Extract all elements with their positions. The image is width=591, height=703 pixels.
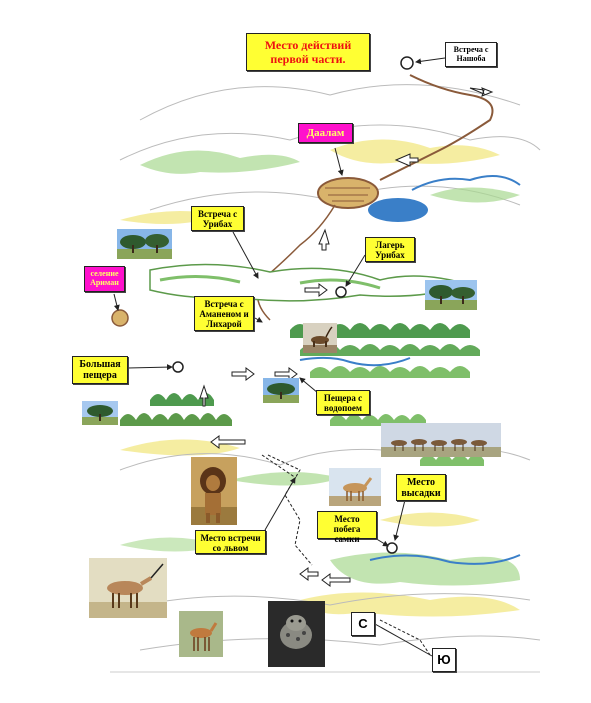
photo-lion (191, 457, 237, 525)
camp-marker-icon (172, 361, 184, 373)
map-title: Место действий первой части. (246, 33, 370, 71)
direction-arrow-icon (299, 567, 319, 581)
photo-antelope (89, 558, 167, 618)
photo-hyena (268, 601, 325, 667)
camp-marker-icon (400, 56, 414, 70)
forest-band (120, 323, 484, 466)
photo-tree (117, 229, 172, 259)
label-meeting-urivbakh: Встреча с Урибах (191, 206, 244, 231)
compass-south: Ю (432, 648, 456, 672)
river-middle (299, 356, 411, 367)
direction-arrow-icon (321, 573, 351, 587)
lake (368, 198, 428, 222)
label-meeting-nashoba: Встреча с Нашоба (445, 42, 497, 67)
direction-arrow-icon (274, 367, 298, 381)
label-waterfall-cave: Пещера с водопоем (316, 390, 370, 415)
photo-ibex (303, 323, 337, 353)
label-escape-site: Место побега самки (317, 511, 377, 544)
camp-markers (111, 56, 414, 554)
hills-upper (120, 139, 520, 224)
direction-arrow-icon (199, 384, 209, 407)
river-lower (369, 554, 521, 565)
camp-marker-icon (335, 286, 347, 298)
photo-tree (425, 280, 477, 310)
callout-pointers (113, 57, 446, 547)
photo-zebra-herd (381, 423, 501, 457)
compass-north: С (351, 612, 375, 636)
label-big-cave: Большая пещера (72, 356, 128, 384)
label-camp-urivbakh: Лагерь Урибах (365, 237, 415, 262)
photo-tree (82, 401, 118, 425)
direction-arrow-icon (231, 367, 255, 381)
direction-arrow-icon (304, 283, 328, 297)
photo-antelope (329, 468, 381, 506)
direction-arrow-icon (394, 153, 419, 167)
direction-arrow-icon (469, 87, 494, 97)
direction-arrow-icon (318, 228, 330, 251)
route-arrows (199, 87, 494, 587)
daalam-city (317, 177, 379, 209)
label-meeting-amanen: Встреча с Аманеном и Лихарой (194, 296, 254, 331)
trail-north (379, 74, 494, 181)
river-upper (411, 175, 521, 191)
valley-plain (149, 263, 473, 302)
compass-line (374, 623, 433, 657)
photo-tree (263, 378, 299, 403)
photo-antelope (179, 611, 223, 657)
trail-center (256, 204, 336, 321)
label-lion-meeting: Место встречи со львом (195, 530, 266, 554)
direction-arrow-icon (210, 435, 246, 449)
label-landing-site: Место высадки (396, 474, 446, 501)
camp-marker-icon (386, 542, 398, 554)
label-daalam: Даалам (298, 123, 353, 143)
walking-path (261, 454, 431, 656)
label-settlement-ariman: селение Ариман (84, 266, 125, 292)
